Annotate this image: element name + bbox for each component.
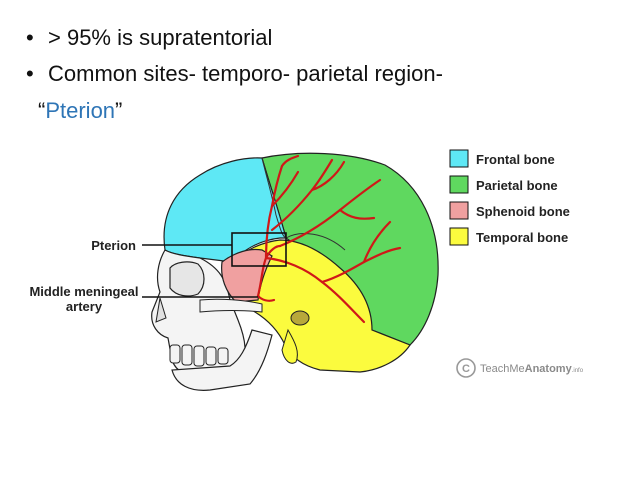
watermark: C TeachMeAnatomy.info — [456, 358, 584, 378]
open-quote: “ — [38, 98, 46, 123]
legend-swatch-frontal — [449, 149, 469, 168]
legend-swatch-sphenoid — [449, 201, 469, 220]
mastoid-process — [281, 328, 298, 364]
bullet-item-2: • Common sites- temporo- parietal region- — [22, 56, 443, 92]
bullet-text-1: > 95% is supratentorial — [48, 25, 273, 50]
bullet-dot: • — [26, 25, 34, 50]
watermark-tld: .info — [572, 368, 584, 374]
copyright-icon — [456, 358, 476, 378]
orbit — [169, 261, 205, 297]
middle-meningeal-artery — [256, 154, 402, 324]
suture-lines — [261, 157, 346, 251]
external-acoustic-meatus — [290, 310, 310, 326]
legend-label-parietal: Parietal bone — [476, 178, 558, 193]
watermark-prefix: TeachMe — [480, 363, 525, 375]
pterion-box — [231, 232, 287, 267]
label-middle-meningeal: Middle meningeal — [29, 284, 138, 299]
legend-swatch-parietal — [449, 175, 469, 194]
teeth — [169, 344, 229, 367]
pterion-highlight: Pterion — [45, 98, 116, 123]
mandible — [171, 329, 273, 391]
bullet-list: • > 95% is supratentorial • Common sites- … — [22, 20, 443, 92]
bullet-item-1: • > 95% is supratentorial — [22, 20, 443, 56]
legend: Frontal bone Parietal bone Sphenoid bone… — [449, 149, 570, 246]
legend-label-sphenoid: Sphenoid bone — [476, 204, 570, 219]
label-pterion: Pterion — [91, 238, 136, 253]
bullet-dot: • — [26, 61, 34, 86]
legend-swatch-temporal — [449, 227, 469, 246]
label-artery: artery — [66, 299, 103, 314]
watermark-suffix: Anatomy — [525, 363, 573, 375]
legend-label-temporal: Temporal bone — [476, 230, 568, 245]
bullet-continuation: “Pterion” — [38, 95, 122, 127]
nasal-cavity — [155, 297, 167, 323]
copyright-icon-glyph: C — [462, 363, 470, 375]
zygomatic-arch — [199, 298, 263, 313]
watermark-text: TeachMeAnatomy.info — [480, 363, 584, 375]
close-quote: ” — [115, 98, 123, 123]
legend-label-frontal: Frontal bone — [476, 152, 555, 167]
bullet-text-2: Common sites- temporo- parietal region- — [48, 61, 443, 86]
